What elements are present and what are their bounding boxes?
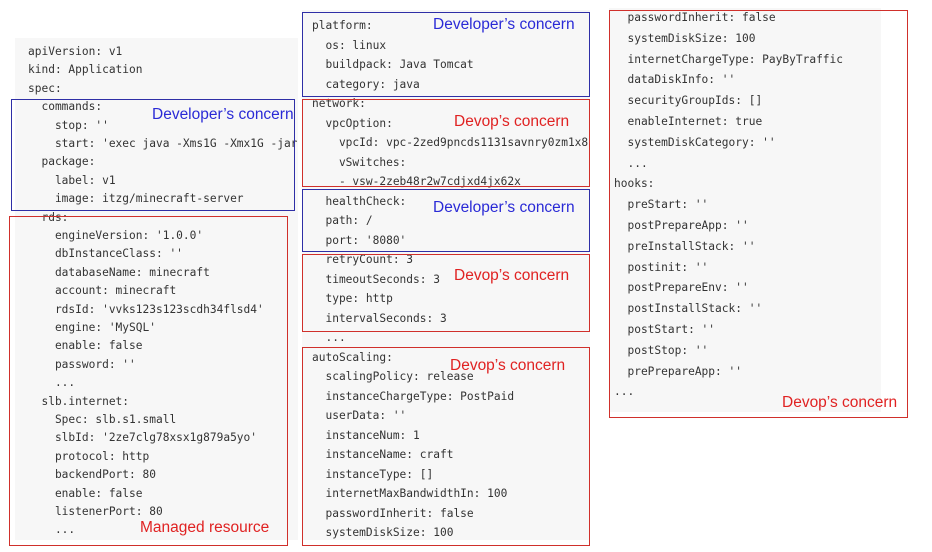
left-code-panel: apiVersion: v1 kind: Application spec: com… xyxy=(15,38,298,540)
code-line: image: itzg/minecraft-server xyxy=(28,192,244,206)
code-line: securityGroupIds: [] xyxy=(614,94,763,108)
code-line: rdsId: 'vvks123s123scdh34flsd4' xyxy=(28,302,264,316)
managed-resource-label: Managed resource xyxy=(140,519,270,536)
code-line: engineVersion: '1.0.0' xyxy=(28,229,204,242)
network-devop-box xyxy=(302,99,590,187)
code-line: engine: 'MySQL' xyxy=(28,321,156,334)
code-line: hooks: xyxy=(614,177,655,191)
code-line: internetMaxBandwidthIn: 100 xyxy=(312,487,508,500)
code-line: network: xyxy=(312,97,366,110)
code-line: account: minecraft xyxy=(28,284,177,298)
code-line: password: '' xyxy=(28,357,136,371)
code-line: instanceNum: 1 xyxy=(312,428,420,442)
code-line: instanceType: [] xyxy=(312,467,434,481)
managed-resource-box xyxy=(9,216,288,546)
code-line: postStop: '' xyxy=(614,343,709,357)
code-line: passwordInherit: false xyxy=(312,506,474,520)
devop-concern-label-autoscaling: Devop’s concern xyxy=(450,357,566,374)
code-line: postPrepareApp: '' xyxy=(614,219,749,232)
code-line: kind: Application xyxy=(28,63,143,77)
code-line: slbId: '2ze7clg78xsx1g879a5yo' xyxy=(28,431,258,445)
devop-concern-label-hooks: Devop’s concern xyxy=(782,394,898,411)
code-line: dataDiskInfo: '' xyxy=(614,73,736,87)
code-line: timeoutSeconds: 3 xyxy=(312,272,440,286)
middle-code-panel: platform: os: linux buildpack: Java Tomc… xyxy=(302,10,590,540)
code-line: healthCheck: xyxy=(312,194,407,208)
code-line: commands: xyxy=(28,100,103,114)
code-line: enableInternet: true xyxy=(614,115,763,128)
developer-concern-label-healthcheck: Developer’s concern xyxy=(433,199,575,216)
code-line: userData: '' xyxy=(312,409,407,422)
code-line: dbInstanceClass: '' xyxy=(28,247,183,261)
code-line: systemDiskCategory: '' xyxy=(614,135,776,149)
code-line: vpcOption: xyxy=(312,116,393,130)
devop-concern-label-healthcheck: Devop’s concern xyxy=(454,267,570,284)
code-line: postInstallStack: '' xyxy=(614,302,763,316)
code-line: start: 'exec java -Xms1G -Xmx1G -jar s xyxy=(28,137,298,150)
commands-package-developer-box xyxy=(11,99,295,211)
code-line: slb.internet: xyxy=(28,394,130,408)
code-line: autoScaling: xyxy=(312,350,393,364)
code-line: systemDiskSize: 100 xyxy=(614,31,756,45)
code-line: backendPort: 80 xyxy=(28,468,156,482)
code-line: intervalSeconds: 3 xyxy=(312,311,447,325)
code-line: label: v1 xyxy=(28,173,116,187)
code-line: category: java xyxy=(312,77,420,91)
code-line: internetChargeType: PayByTraffic xyxy=(614,52,844,66)
healthcheck-devop-box xyxy=(302,254,590,332)
code-line: listenerPort: 80 xyxy=(28,505,163,518)
autoscaling-devop-box xyxy=(302,347,590,546)
code-line: enable: false xyxy=(28,486,143,500)
code-line: type: http xyxy=(312,292,393,305)
healthcheck-developer-box xyxy=(302,189,590,252)
code-line: stop: '' xyxy=(28,118,109,132)
code-line: port: '8080' xyxy=(312,233,407,247)
devop-concern-label-network: Devop’s concern xyxy=(454,113,570,130)
code-line: ... xyxy=(312,331,346,344)
code-line: ... xyxy=(28,523,76,537)
developer-concern-label-platform: Developer’s concern xyxy=(433,16,575,33)
code-line: systemDiskSize: 100 xyxy=(312,526,454,539)
code-line: retryCount: 3 xyxy=(312,253,414,266)
code-line: - vsw-2zeb48r2w7cdjxd4jx62x xyxy=(312,175,521,188)
code-line: passwordInherit: false xyxy=(614,11,776,24)
code-line: instanceChargeType: PostPaid xyxy=(312,389,515,403)
developer-concern-label-commands: Developer’s concern xyxy=(152,106,294,123)
code-line: path: / xyxy=(312,214,373,227)
code-line: ... xyxy=(614,156,648,170)
code-line: preStart: '' xyxy=(614,198,709,212)
code-line: protocol: http xyxy=(28,449,150,463)
code-line: preInstallStack: '' xyxy=(614,239,756,253)
code-line: ... xyxy=(28,376,76,390)
code-line: postPrepareEnv: '' xyxy=(614,281,749,295)
code-line: ... xyxy=(614,385,635,399)
code-line: rds: xyxy=(28,210,69,224)
right-code-panel: passwordInherit: false systemDiskSize: 1… xyxy=(609,8,881,412)
code-line: enable: false xyxy=(28,339,143,353)
code-line: os: linux xyxy=(312,38,387,52)
code-line: package: xyxy=(28,155,96,169)
platform-developer-box xyxy=(302,12,590,97)
code-line: postinit: '' xyxy=(614,260,709,274)
code-line: Spec: slb.s1.small xyxy=(28,413,177,426)
code-line: spec: xyxy=(28,81,62,95)
code-line: platform: xyxy=(312,19,373,32)
code-line: instanceName: craft xyxy=(312,448,454,461)
code-line: buildpack: Java Tomcat xyxy=(312,58,474,71)
code-line: vSwitches: xyxy=(312,155,407,169)
code-line: vpcId: vpc-2zed9pncds1131savnry0zm1x8 xyxy=(312,136,589,149)
code-line: databaseName: minecraft xyxy=(28,265,210,279)
hooks-devop-box xyxy=(609,10,908,418)
code-line: postStart: '' xyxy=(614,323,716,336)
code-line: scalingPolicy: release xyxy=(312,370,474,383)
code-line: apiVersion: v1 xyxy=(28,45,123,58)
code-line: prePrepareApp: '' xyxy=(614,364,742,378)
